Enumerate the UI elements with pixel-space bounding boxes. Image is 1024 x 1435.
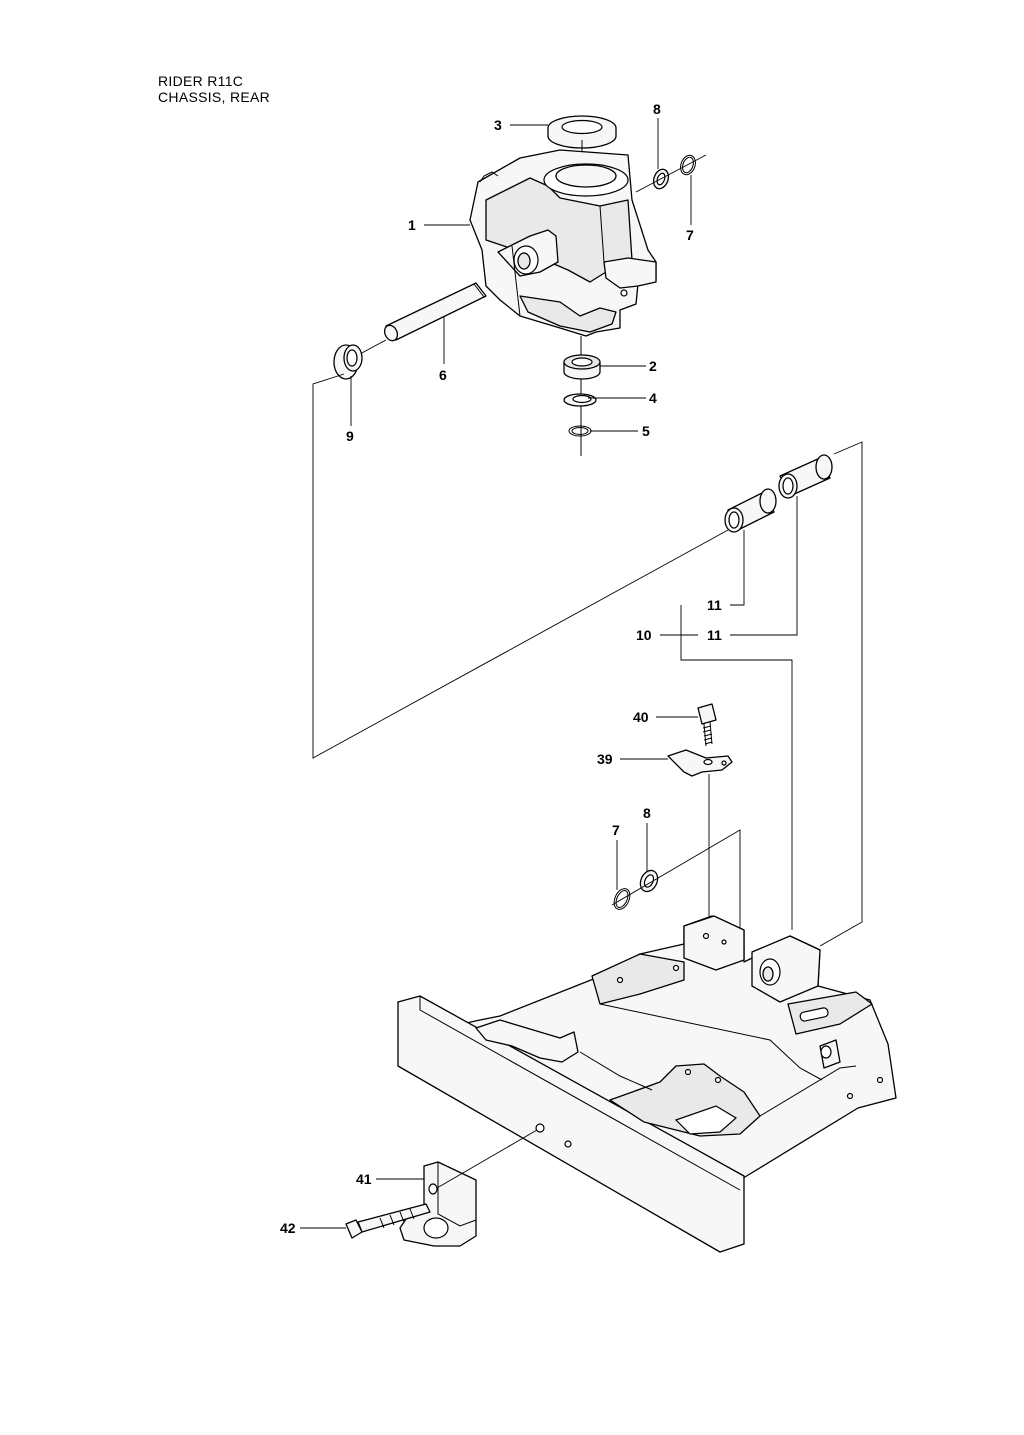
- callout-11-upper: 11: [707, 597, 722, 613]
- callout-39: 39: [597, 751, 613, 767]
- part-42-bolt: [345, 1203, 431, 1239]
- part-1-housing: [469, 149, 657, 337]
- part-39-clamp: [667, 749, 733, 777]
- callout-4: 4: [649, 390, 657, 406]
- callout-10: 10: [636, 627, 652, 643]
- callout-42: 42: [280, 1220, 296, 1236]
- callout-labels: 3 8 1 7 6 9 2 4 5 11 10 11 40 39 8 7 41 …: [280, 101, 722, 1236]
- callout-5: 5: [642, 423, 650, 439]
- callout-3: 3: [494, 117, 502, 133]
- diagram-title: RIDER R11C CHASSIS, REAR: [158, 73, 270, 105]
- callout-40: 40: [633, 709, 649, 725]
- chassis-frame: [397, 915, 897, 1253]
- part-5-clip: [568, 425, 592, 437]
- part-11-bushing-left: [724, 488, 777, 533]
- callout-2: 2: [649, 358, 657, 374]
- callout-41: 41: [356, 1171, 372, 1187]
- part-11-bushing-right: [778, 454, 833, 499]
- part-7-circlip-lower: [613, 888, 631, 910]
- part-9-bushing: [333, 344, 363, 380]
- callout-1: 1: [408, 217, 416, 233]
- callout-8-lower: 8: [643, 805, 651, 821]
- callout-7-top: 7: [686, 227, 694, 243]
- part-2-bearing: [563, 354, 601, 380]
- model-name: RIDER R11C: [158, 73, 244, 89]
- part-41-bracket: [399, 1161, 477, 1247]
- callout-9: 9: [346, 428, 354, 444]
- callout-8-top: 8: [653, 101, 661, 117]
- assembly-name: CHASSIS, REAR: [158, 89, 271, 105]
- part-4-washer: [563, 393, 597, 407]
- part-40-bolt: [697, 703, 717, 747]
- part-8-washer-lower: [639, 869, 659, 893]
- part-6-pin: [359, 282, 487, 355]
- callout-11-lower: 11: [707, 627, 722, 643]
- leader-lines: [300, 118, 698, 1229]
- callout-7-lower: 7: [612, 822, 620, 838]
- part-7-circlip-top: [680, 154, 696, 176]
- callout-6: 6: [439, 367, 447, 383]
